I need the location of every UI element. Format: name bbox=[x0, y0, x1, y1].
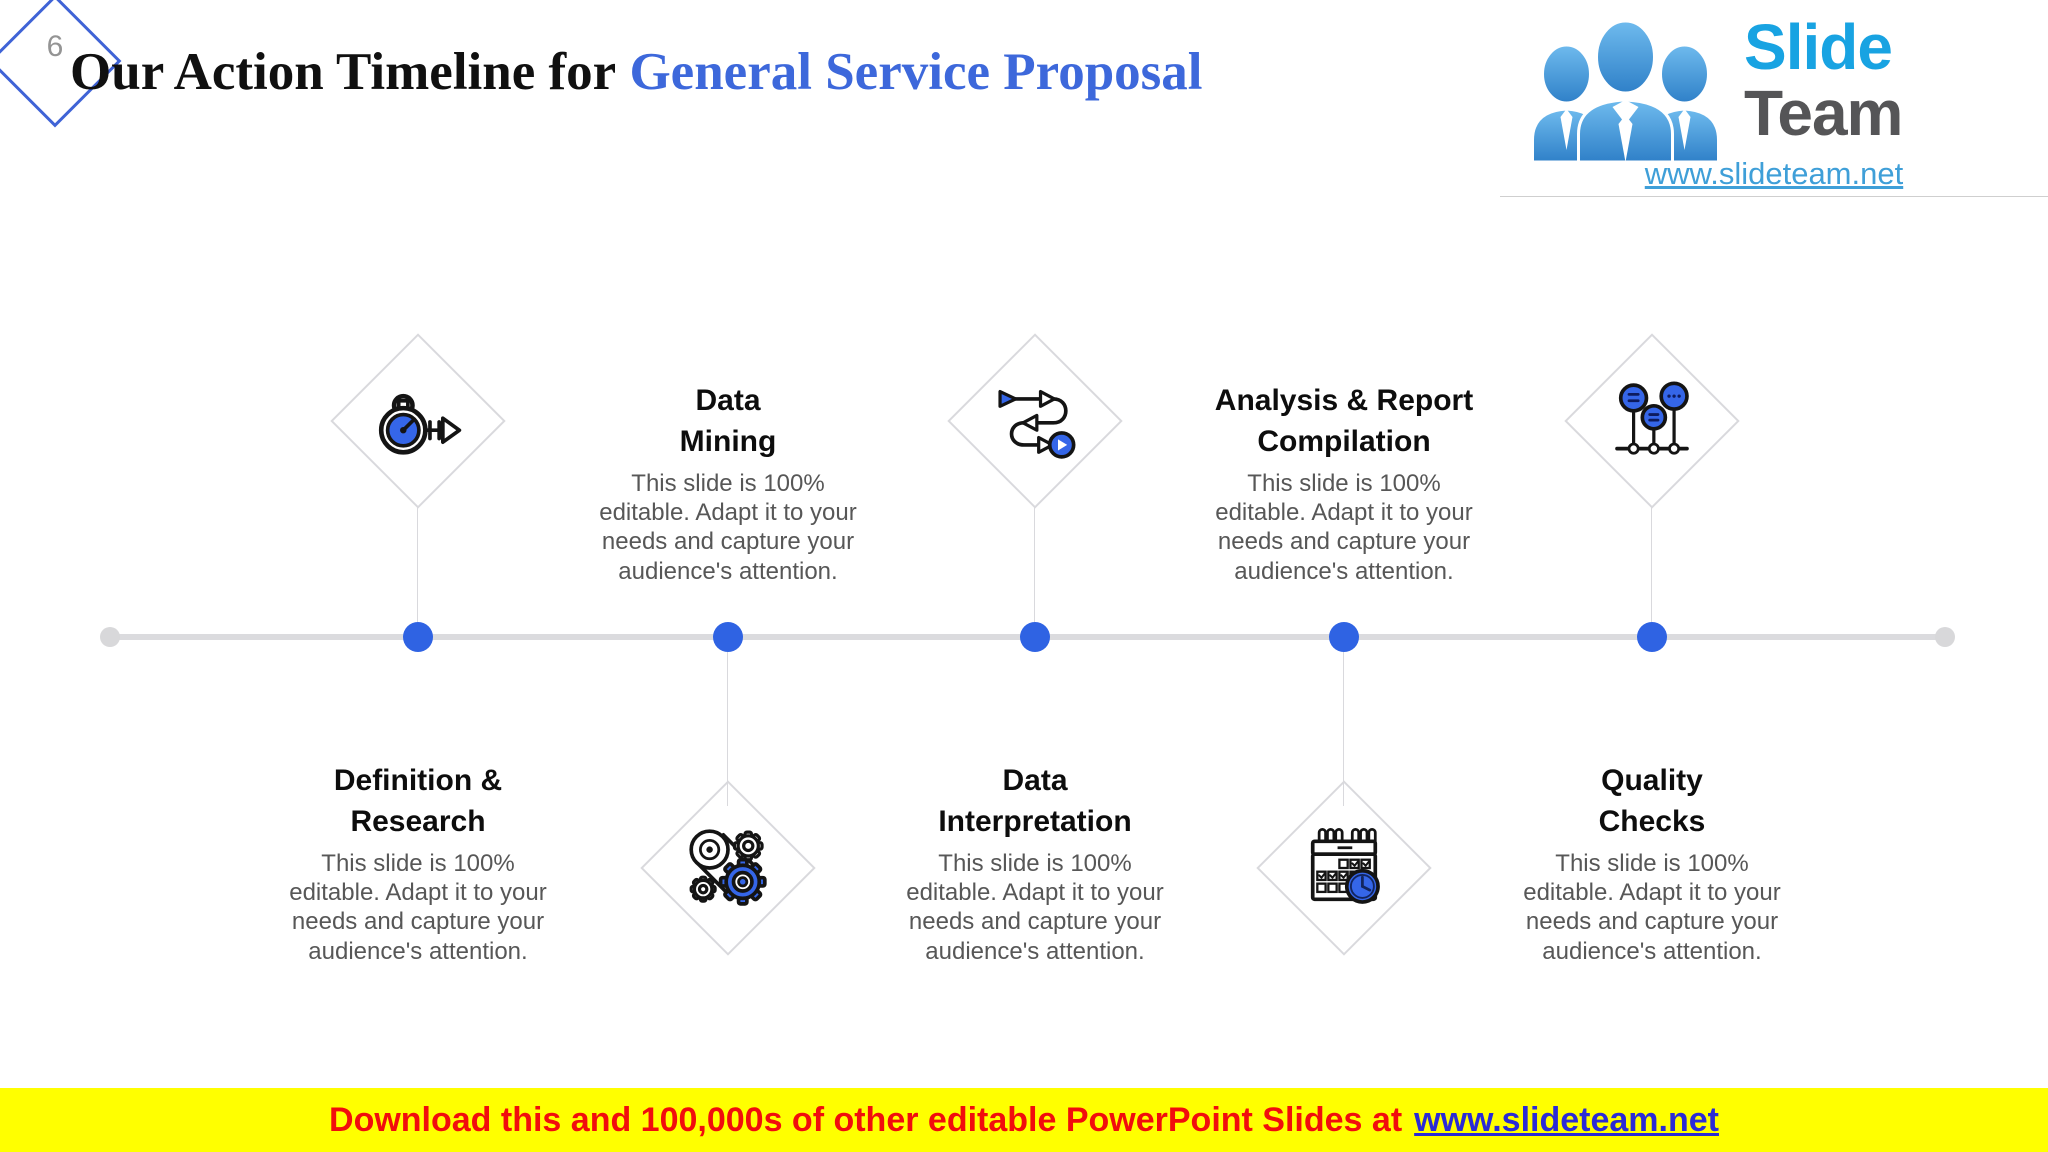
milestone-dot bbox=[1020, 622, 1050, 652]
gears-belt-icon bbox=[689, 829, 767, 906]
milestone-body: This slide is 100%editable. Adapt it to … bbox=[906, 849, 1164, 965]
banner-text: Download this and 100,000s of other edit… bbox=[329, 1100, 1403, 1139]
logo-divider-line bbox=[1500, 196, 2048, 197]
slideteam-logo: Slide Team www.slideteam.net bbox=[1500, 4, 2048, 196]
milestone-connector bbox=[1651, 506, 1652, 622]
process-flow-icon bbox=[998, 389, 1076, 459]
title-prefix: Our Action Timeline for bbox=[70, 43, 617, 101]
stopwatch-arrow-icon bbox=[378, 393, 462, 455]
milestone-body: This slide is 100%editable. Adapt it to … bbox=[599, 469, 857, 585]
milestone-heading: Definition &Research bbox=[333, 764, 503, 839]
title-highlight: General Service Proposal bbox=[629, 43, 1203, 101]
milestone-chart-icon bbox=[1615, 381, 1689, 455]
download-banner: Download this and 100,000s of other edit… bbox=[0, 1088, 2048, 1152]
milestone-dot bbox=[713, 622, 743, 652]
logo-url-link[interactable]: www.slideteam.net bbox=[1644, 156, 1904, 191]
calendar-clock-icon bbox=[1310, 827, 1380, 904]
milestone-body: This slide is 100%editable. Adapt it to … bbox=[1523, 849, 1781, 965]
milestone-text: Definition &Research This slide is 100%e… bbox=[258, 760, 578, 966]
milestone-connector bbox=[417, 506, 418, 622]
milestone-connector bbox=[727, 652, 728, 806]
milestone-connector bbox=[1343, 652, 1344, 806]
logo-word-team: Team bbox=[1744, 77, 1903, 149]
milestone-body: This slide is 100%editable. Adapt it to … bbox=[289, 849, 547, 965]
milestone-dot bbox=[403, 622, 433, 652]
banner-link[interactable]: www.slideteam.net bbox=[1414, 1100, 1719, 1139]
people-icon bbox=[1531, 19, 1720, 162]
milestone-dot bbox=[1329, 622, 1359, 652]
timeline-start-dot bbox=[100, 627, 120, 647]
page-number: 6 bbox=[46, 30, 64, 63]
page-title: Our Action Timeline for General Service … bbox=[70, 42, 1203, 102]
logo-word-slide: Slide bbox=[1744, 11, 1893, 83]
milestone-body: This slide is 100%editable. Adapt it to … bbox=[1215, 469, 1473, 585]
milestone-dot bbox=[1637, 622, 1667, 652]
timeline-end-dot bbox=[1935, 627, 1955, 647]
milestone-connector bbox=[1034, 506, 1035, 622]
